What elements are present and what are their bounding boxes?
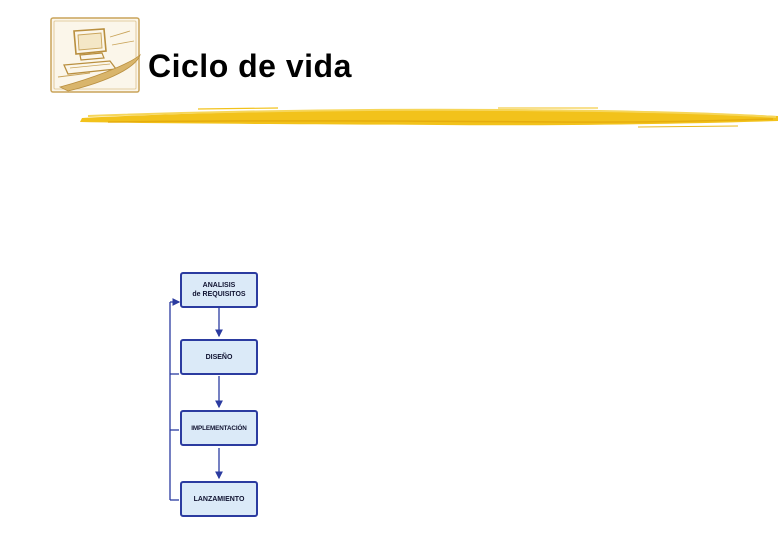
step-label-line1: ANALISIS (202, 282, 236, 289)
step-lanzamiento: LANZAMIENTO (180, 481, 258, 517)
step-analisis-requisitos: ANALISIS de REQUISITOS (180, 272, 258, 308)
step-label: IMPLEMENTACIÓN (191, 424, 247, 432)
brush-stroke-divider (80, 107, 778, 128)
step-label-line2: de REQUISITOS (192, 291, 246, 298)
step-label: DISEÑO (205, 353, 233, 361)
computer-sketch-icon (50, 17, 141, 93)
step-diseno: DISEÑO (180, 339, 258, 375)
flow-connectors (169, 298, 223, 501)
step-label: LANZAMIENTO (193, 495, 245, 503)
slide-title: Ciclo de vida (148, 48, 352, 84)
lifecycle-flow-diagram: ANALISIS de REQUISITOS DISEÑO IMPLEMENTA… (160, 266, 270, 522)
step-implementacion: IMPLEMENTACIÓN (180, 410, 258, 446)
